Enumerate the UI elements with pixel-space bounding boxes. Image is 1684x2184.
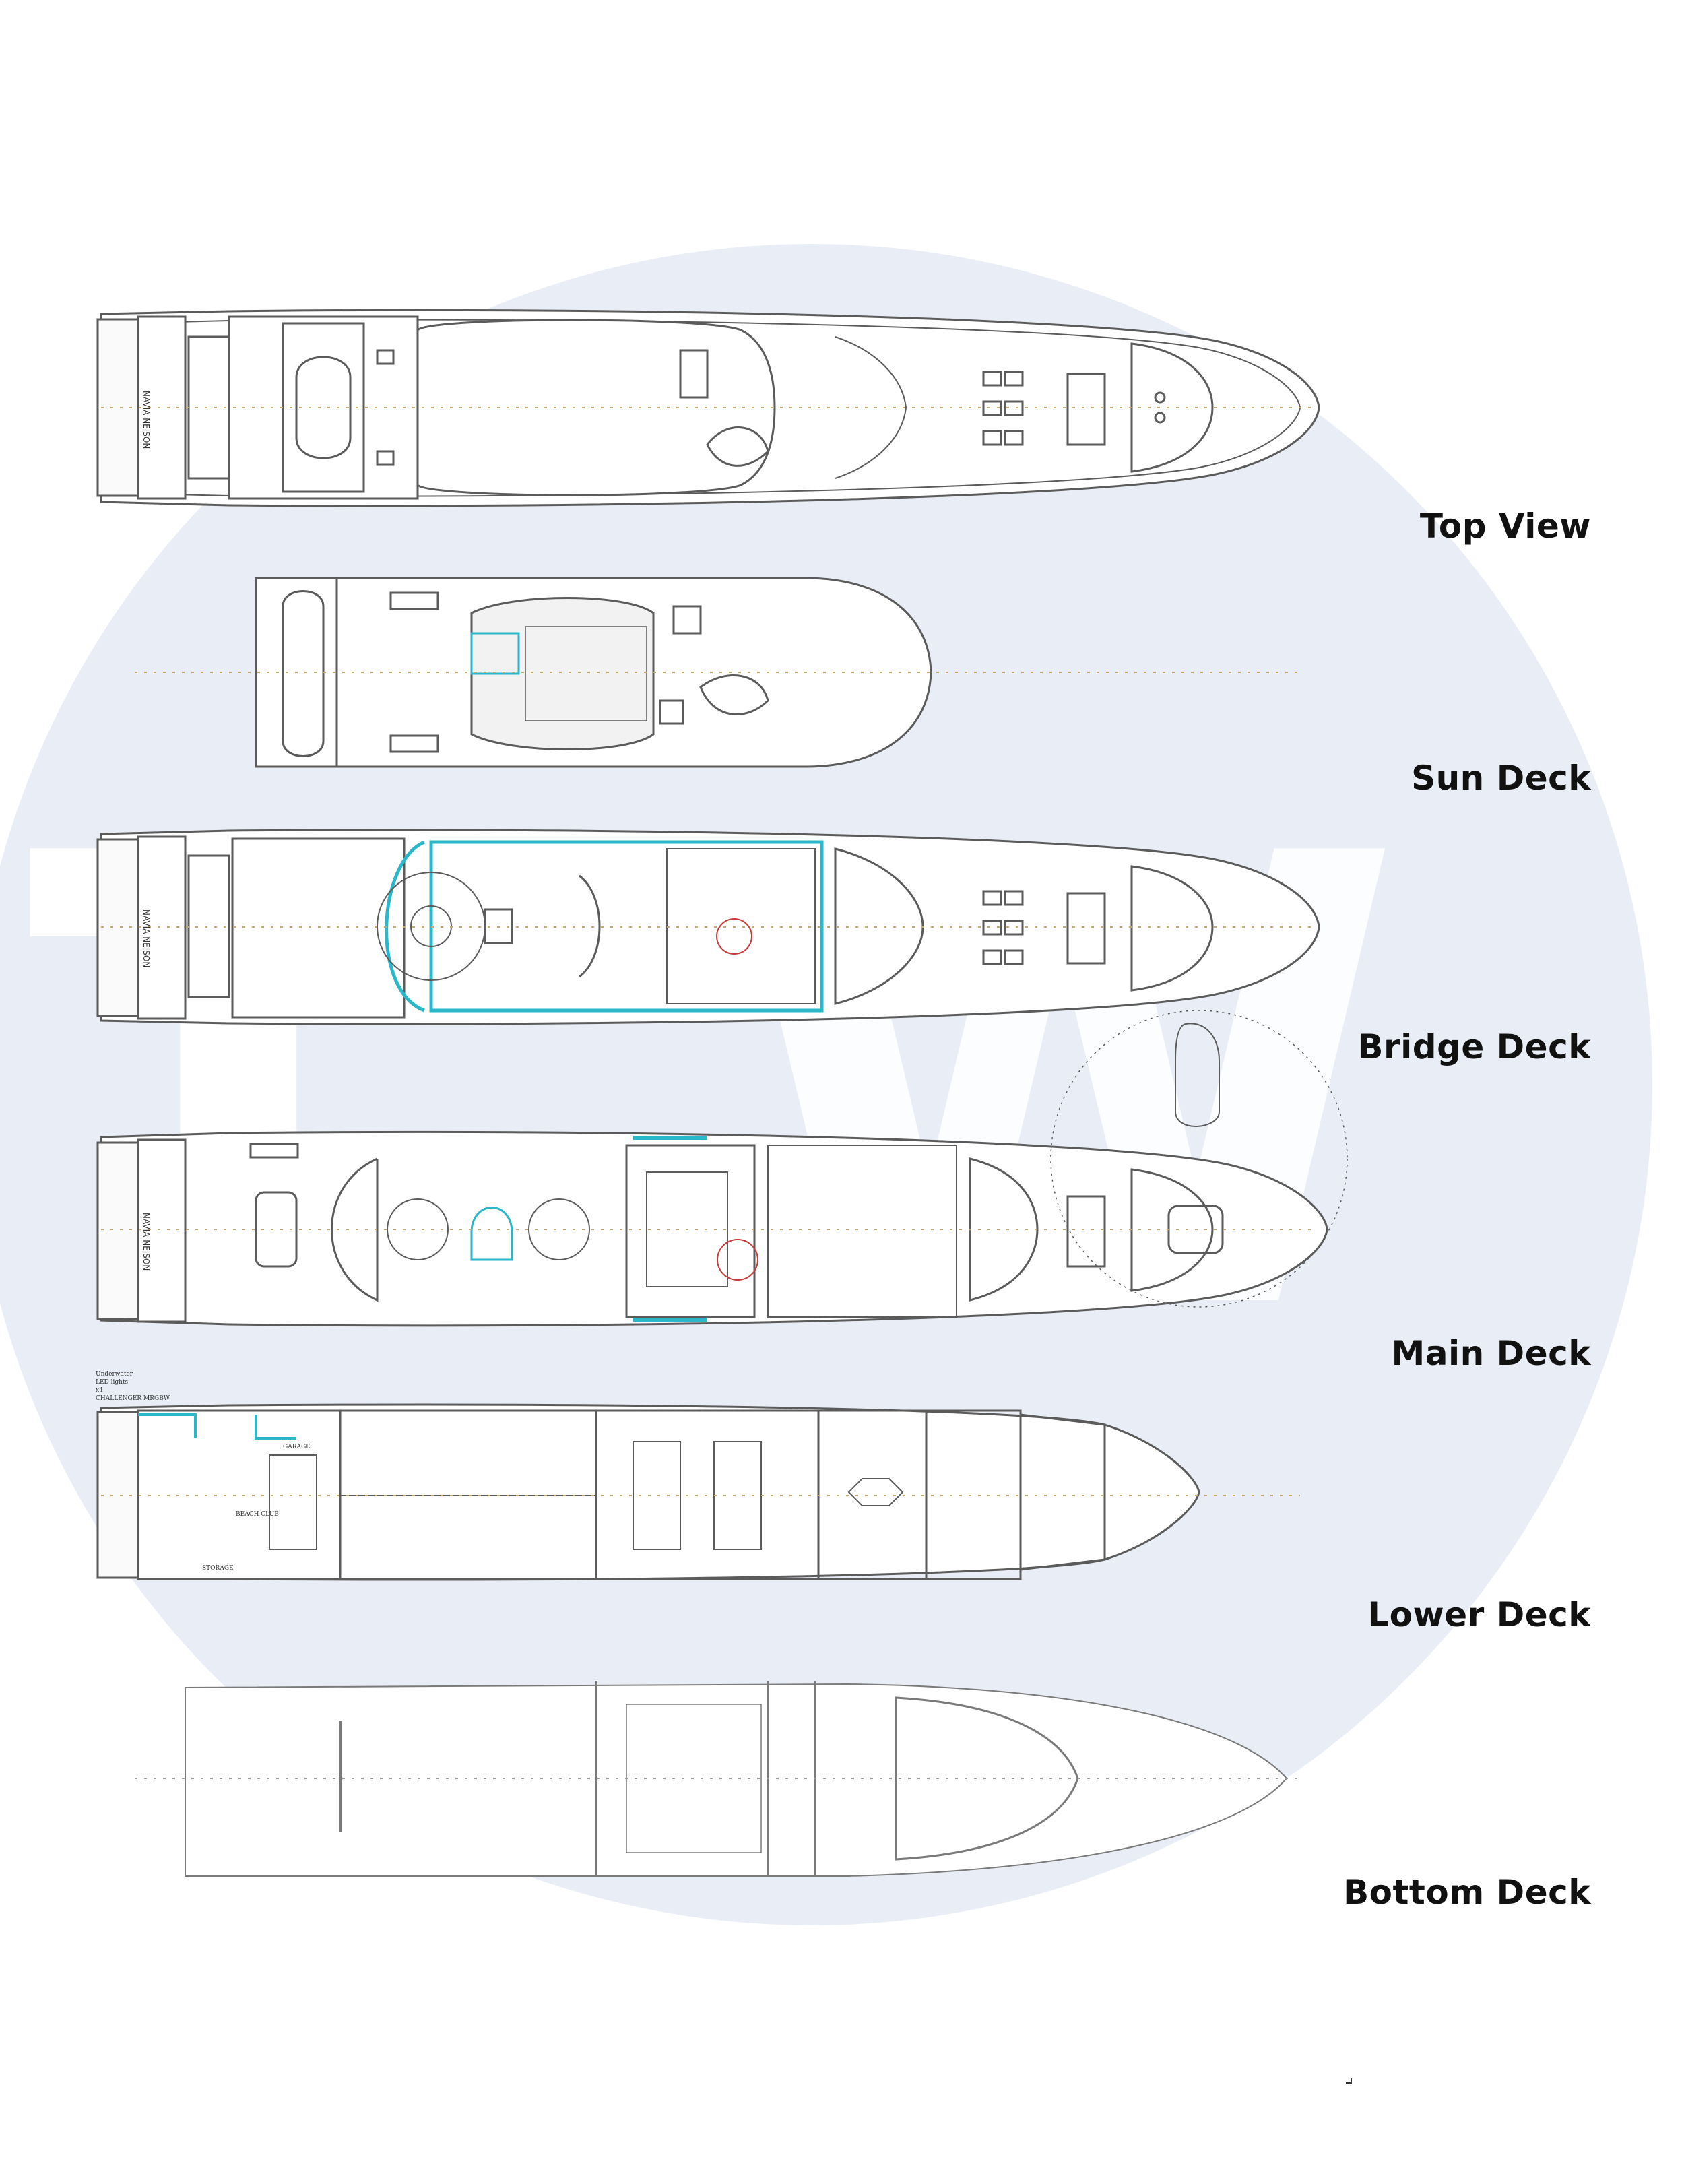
lower-deck-label: Lower Deck <box>1367 1595 1591 1634</box>
note-line: x4 <box>96 1387 103 1394</box>
top-view-plan: NAVIA NEISON <box>96 309 1320 507</box>
bridge-deck-plan: NAVIA NEISON <box>96 829 1320 1025</box>
sun-deck-plan <box>135 577 1300 768</box>
lower-deck-plan: BEACH CLUB GARAGE STORAGE <box>96 1403 1300 1581</box>
note-line: LED lights <box>96 1379 129 1386</box>
beach-club-label: BEACH CLUB <box>236 1511 279 1518</box>
stern-name: NAVIA NEISON <box>141 1213 151 1271</box>
bottom-deck-plan <box>135 1681 1300 1877</box>
corner-mark <box>1346 2078 1352 2084</box>
lighting-note: Underwater LED lights x4 CHALLENGER MRGB… <box>96 1370 170 1403</box>
note-line: Underwater <box>96 1371 133 1378</box>
stern-name: NAVIA NEISON <box>141 391 151 449</box>
top-view-label: Top View <box>1419 507 1591 546</box>
sun-deck-label: Sun Deck <box>1411 759 1591 798</box>
main-deck-label: Main Deck <box>1391 1334 1591 1373</box>
svg-text:W: W <box>721 725 1404 1446</box>
garage-label: GARAGE <box>283 1444 311 1450</box>
main-deck-plan: NAVIA NEISON <box>96 1010 1348 1327</box>
note-line: CHALLENGER MRGBW <box>96 1395 170 1402</box>
stern-name: NAVIA NEISON <box>141 909 151 967</box>
bridge-deck-label: Bridge Deck <box>1357 1027 1591 1066</box>
storage-label: STORAGE <box>202 1565 234 1572</box>
bottom-deck-label: Bottom Deck <box>1343 1873 1591 1912</box>
